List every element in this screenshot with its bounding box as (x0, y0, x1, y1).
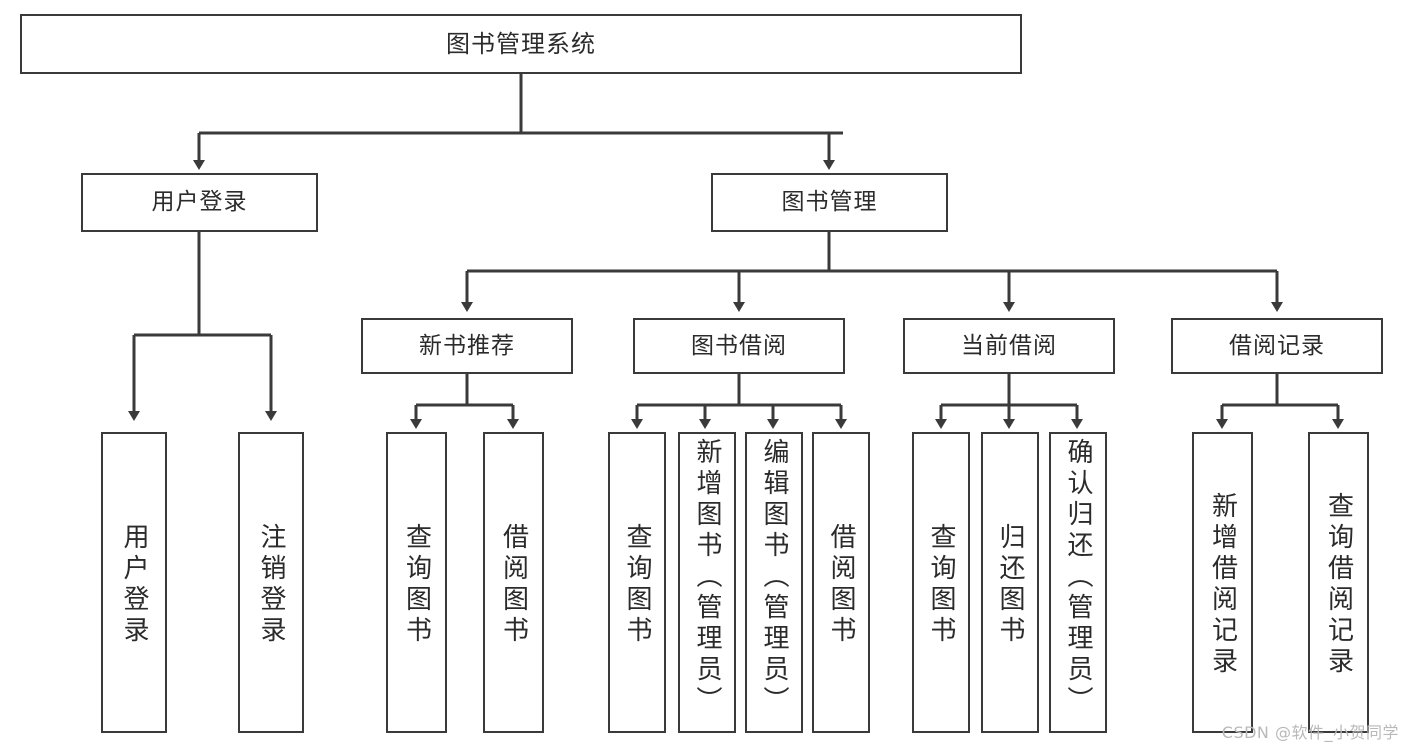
node-root[interactable]: 图书管理系统 (20, 14, 1022, 74)
node-leaf-edit-book[interactable]: 编辑图书（管理员） (745, 432, 803, 733)
node-user-login-label: 用户登录 (151, 189, 248, 215)
node-leaf-query-book-2[interactable]: 查询图书 (608, 432, 666, 733)
node-leaf-query-book-3-label: 查询图书 (926, 522, 956, 647)
node-leaf-add-book-label: 新增图书（管理员） (692, 438, 722, 717)
node-leaf-query-book-3[interactable]: 查询图书 (912, 432, 970, 733)
node-leaf-return-book-label: 归还图书 (995, 522, 1025, 647)
node-leaf-query-book-1-label: 查询图书 (401, 522, 432, 647)
node-user-login[interactable]: 用户登录 (81, 173, 318, 232)
node-borrow-record-label: 借阅记录 (1229, 332, 1325, 359)
node-book-management-label: 图书管理 (781, 189, 878, 215)
node-leaf-user-logout-label: 注销登录 (256, 522, 286, 647)
node-leaf-add-record[interactable]: 新增借阅记录 (1192, 432, 1253, 733)
node-leaf-borrow-book-1-label: 借阅图书 (498, 522, 529, 647)
node-new-book-recommend[interactable]: 新书推荐 (361, 318, 573, 374)
node-leaf-user-login-label: 用户登录 (119, 522, 149, 647)
node-leaf-confirm-return[interactable]: 确认归还（管理员） (1049, 432, 1107, 733)
node-leaf-query-book-1[interactable]: 查询图书 (386, 432, 447, 733)
node-leaf-user-login[interactable]: 用户登录 (101, 432, 167, 733)
node-leaf-query-record[interactable]: 查询借阅记录 (1308, 432, 1369, 733)
node-leaf-query-record-label: 查询借阅记录 (1323, 491, 1354, 678)
node-borrow-record[interactable]: 借阅记录 (1171, 318, 1383, 374)
node-leaf-add-record-label: 新增借阅记录 (1207, 491, 1238, 678)
node-leaf-query-book-2-label: 查询图书 (622, 522, 652, 647)
node-leaf-borrow-book-1[interactable]: 借阅图书 (483, 432, 544, 733)
node-leaf-add-book[interactable]: 新增图书（管理员） (678, 432, 736, 733)
node-leaf-borrow-book-2[interactable]: 借阅图书 (812, 432, 870, 733)
csdn-watermark: CSDN @软件_小贺同学 (1221, 723, 1399, 742)
node-book-borrow-label: 图书借阅 (691, 332, 787, 359)
node-leaf-return-book[interactable]: 归还图书 (981, 432, 1039, 733)
node-current-borrow-label: 当前借阅 (961, 332, 1057, 359)
node-book-management[interactable]: 图书管理 (711, 173, 948, 232)
node-leaf-borrow-book-2-label: 借阅图书 (826, 522, 856, 647)
node-leaf-confirm-return-label: 确认归还（管理员） (1063, 438, 1093, 717)
node-current-borrow[interactable]: 当前借阅 (903, 318, 1115, 374)
node-leaf-edit-book-label: 编辑图书（管理员） (759, 438, 789, 717)
node-book-borrow[interactable]: 图书借阅 (633, 318, 845, 374)
node-root-label: 图书管理系统 (446, 30, 596, 58)
node-leaf-user-logout[interactable]: 注销登录 (238, 432, 304, 733)
node-new-book-recommend-label: 新书推荐 (419, 332, 515, 359)
